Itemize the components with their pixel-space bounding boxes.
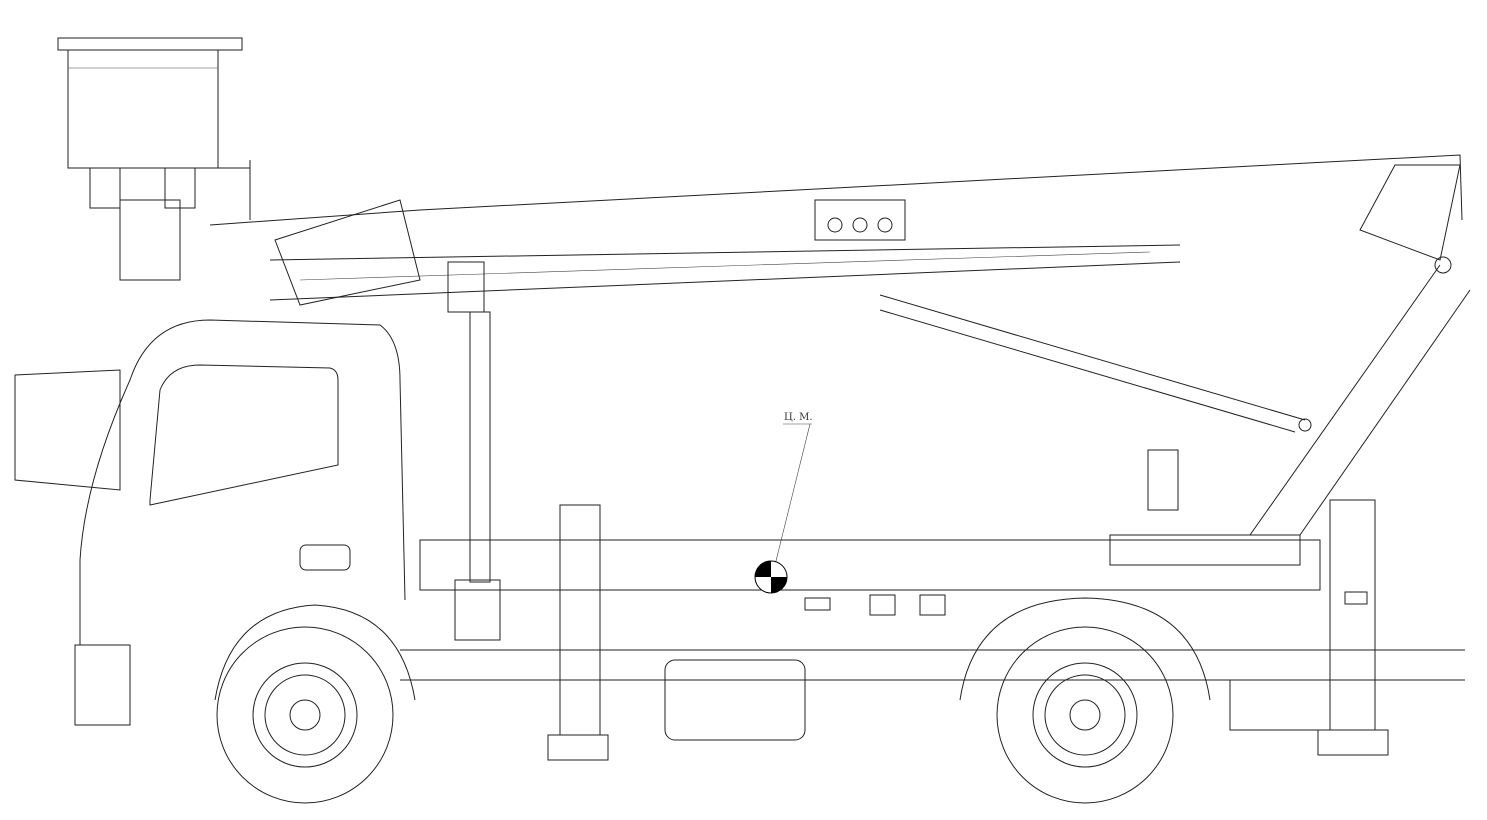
mast [447,261,501,641]
center-of-mass-marker: Ц. М. [754,412,813,594]
cab [14,319,406,726]
rear-wheel [959,597,1211,804]
telescopic-boom [209,154,1471,566]
work-basket [57,37,251,281]
front-wheel [214,604,416,804]
chassis [400,499,1465,761]
center-of-mass-label: Ц. М. [784,412,813,423]
